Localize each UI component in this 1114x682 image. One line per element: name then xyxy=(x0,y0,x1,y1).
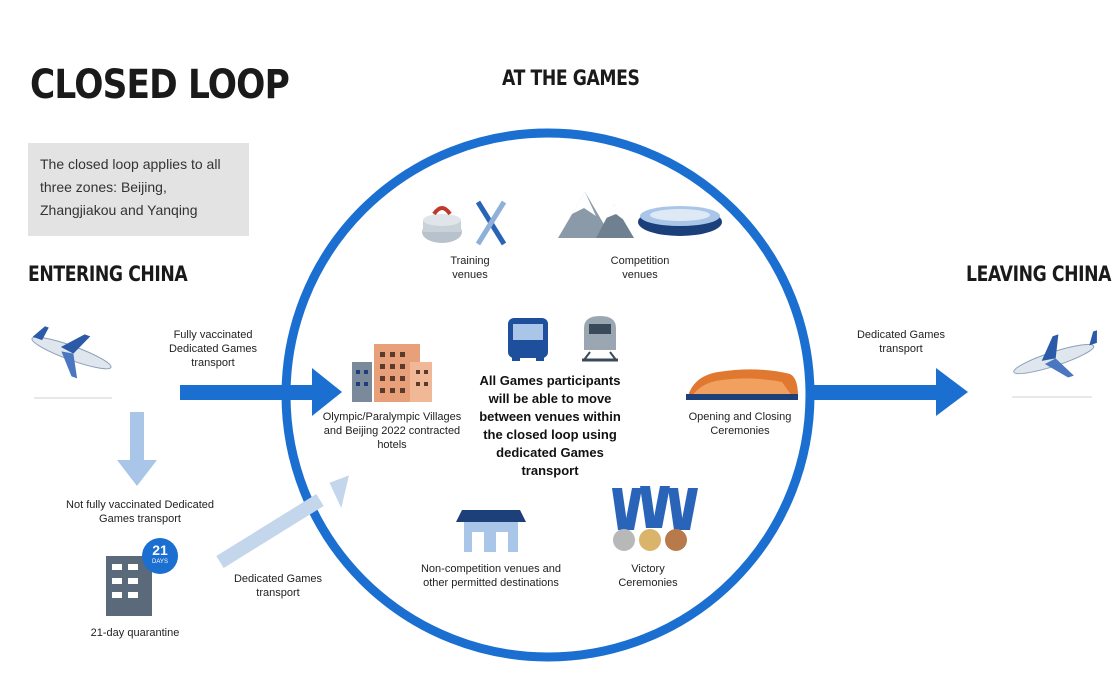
shop-building-icon xyxy=(456,510,526,552)
train-icon xyxy=(582,316,618,362)
label-dedicated-transport-leaving: Dedicated Games transport xyxy=(856,329,946,355)
skis-icon xyxy=(475,200,507,246)
label-dedicated-transport-quarantine: Dedicated Games transport xyxy=(233,573,323,599)
label-competition-venues: Competition venues xyxy=(610,255,670,281)
label-non-competition-venues: Non-competition venues and other permitt… xyxy=(420,563,562,589)
heading-entering-china: ENTERING CHINA xyxy=(28,262,188,286)
badge-unit: DAYS xyxy=(152,559,168,565)
label-villages-hotels: Olympic/Paralympic Villages and Beijing … xyxy=(322,411,462,451)
label-not-fully-vaccinated: Not fully vaccinated Dedicated Games tra… xyxy=(66,499,214,525)
curling-stone-icon xyxy=(422,206,462,243)
page-title: CLOSED LOOP xyxy=(30,62,290,108)
stadium-icon xyxy=(638,206,722,236)
down-arrow xyxy=(117,412,157,486)
hotel-buildings-icon xyxy=(352,344,432,402)
bus-icon xyxy=(508,318,548,361)
medals-icon xyxy=(612,486,698,551)
label-ceremonies: Opening and Closing Ceremonies xyxy=(688,411,792,437)
heading-leaving-china: LEAVING CHINA xyxy=(966,262,1112,286)
quarantine-badge xyxy=(142,538,178,574)
label-fully-vaccinated: Fully vaccinated Dedicated Games transpo… xyxy=(168,329,258,369)
label-quarantine: 21-day quarantine xyxy=(90,627,180,639)
label-victory-ceremonies: Victory Ceremonies xyxy=(618,563,678,589)
plane-icon-entering xyxy=(31,326,112,379)
entering-arrow xyxy=(180,368,342,416)
diagonal-arrow xyxy=(216,475,349,568)
ceremony-stadium-icon xyxy=(686,369,798,400)
label-training-venues: Training venues xyxy=(450,255,490,281)
badge-number: 21 xyxy=(152,542,168,558)
quarantine-building-icon xyxy=(106,556,152,616)
zones-note: The closed loop applies to all three zon… xyxy=(28,143,249,236)
plane-icon-leaving xyxy=(1013,330,1097,378)
leaving-arrow xyxy=(810,368,968,416)
mountain-icon xyxy=(558,192,634,238)
center-description: All Games participants will be able to m… xyxy=(479,373,621,478)
heading-at-the-games: AT THE GAMES xyxy=(502,66,640,90)
